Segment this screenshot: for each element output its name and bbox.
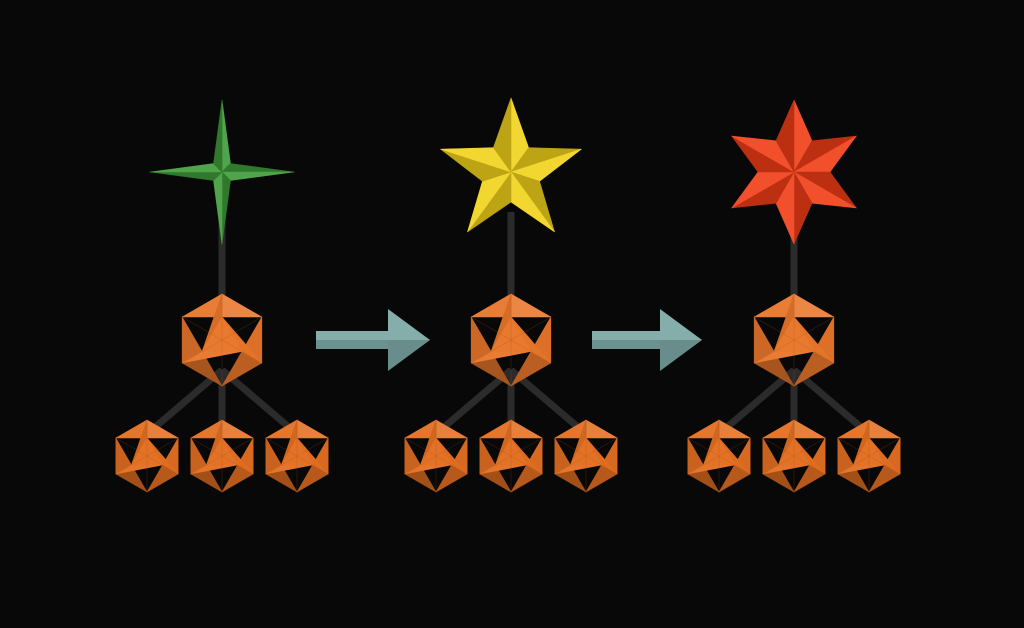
connector-line <box>219 367 300 437</box>
leaf-node <box>837 419 901 493</box>
connector-line <box>433 367 514 437</box>
leaf-node <box>762 419 826 493</box>
leaf-node <box>265 419 329 493</box>
arrow-icon <box>316 309 430 371</box>
leaf-node <box>554 419 618 493</box>
connector-line <box>144 367 225 437</box>
hub-node <box>470 293 552 387</box>
leaf-node <box>115 419 179 493</box>
arrows-layer <box>316 309 702 371</box>
connector-line <box>791 367 872 437</box>
hub-node <box>181 293 263 387</box>
connectors-layer <box>144 212 872 437</box>
nodes-layer <box>115 97 901 493</box>
hub-node <box>753 293 835 387</box>
6-point-star-icon <box>731 99 857 245</box>
connector-line <box>508 367 589 437</box>
leaf-node <box>404 419 468 493</box>
arrow-icon <box>592 309 702 371</box>
leaf-node <box>190 419 254 493</box>
5-point-star-icon <box>440 97 582 233</box>
connector-line <box>716 367 797 437</box>
4-point-star-icon <box>149 99 295 245</box>
leaf-node <box>479 419 543 493</box>
leaf-node <box>687 419 751 493</box>
